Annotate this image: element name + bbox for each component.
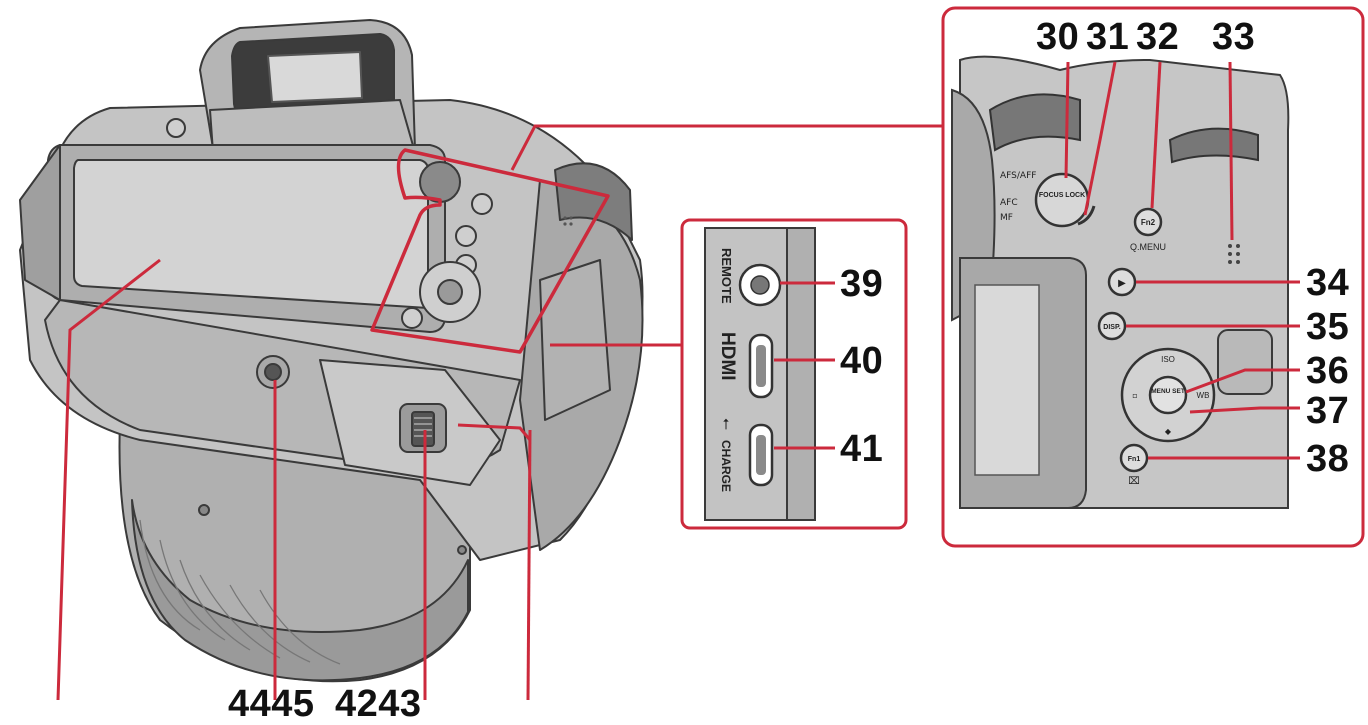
ports-detail: REMOTE HDMI ⭠ CHARGE: [680, 218, 908, 530]
camera-body: [19, 19, 644, 683]
svg-text:DISP.: DISP.: [1103, 324, 1120, 331]
svg-text:ISO: ISO: [1161, 355, 1175, 364]
bottom-leader-lines: [56, 258, 532, 701]
svg-text:◆: ◆: [1165, 427, 1172, 436]
svg-text:WB: WB: [1197, 391, 1210, 400]
callout-34: 34: [1306, 262, 1350, 304]
callout-33: 33: [1212, 16, 1256, 58]
speaker-icon: [1228, 244, 1240, 264]
button-leader-lines: [1064, 61, 1300, 460]
button-area-highlight: [370, 148, 610, 354]
callout-connectors: [457, 124, 944, 441]
playback-button: [1107, 267, 1137, 297]
svg-text:Q.MENU: Q.MENU: [1130, 242, 1166, 252]
svg-text:MENU SET: MENU SET: [1151, 388, 1185, 395]
callout-36: 36: [1306, 350, 1350, 392]
buttons-detail: FOCUS LOCK AFS/AFF AFC MF Fn2 Q.MENU ▶ D…: [941, 6, 1365, 548]
callout-37: 37: [1306, 390, 1350, 432]
callout-32: 32: [1136, 16, 1180, 58]
callout-41: 41: [840, 428, 884, 470]
svg-text:⌧: ⌧: [1128, 476, 1140, 487]
callout-44-45: 4445: [228, 683, 315, 725]
charge-label: CHARGE: [719, 440, 733, 492]
svg-text:▶: ▶: [1118, 278, 1126, 289]
focus-lock-button: [1034, 172, 1090, 228]
af-mode-label-2: AFC: [1000, 198, 1018, 208]
svg-text:Fn1: Fn1: [1128, 456, 1141, 463]
svg-text:Fn2: Fn2: [1141, 218, 1156, 227]
fn2-button: [1133, 207, 1163, 237]
menu-set-button: [1148, 375, 1188, 415]
svg-text:▫: ▫: [1132, 391, 1137, 400]
af-mode-label-1: AFS/AFF: [1000, 171, 1036, 181]
callout-30: 30: [1036, 16, 1080, 58]
callout-35: 35: [1306, 306, 1350, 348]
remote-label: REMOTE: [719, 248, 734, 304]
af-mode-label-3: MF: [1000, 213, 1013, 223]
callout-40: 40: [840, 340, 884, 382]
callout-31: 31: [1086, 16, 1130, 58]
usb-icon: ⭠: [718, 418, 736, 430]
callout-39: 39: [840, 263, 884, 305]
hdmi-label: HDMI: [717, 332, 738, 381]
disp-button: [1097, 311, 1127, 341]
fn1-button: [1119, 443, 1149, 473]
svg-text:FOCUS LOCK: FOCUS LOCK: [1039, 192, 1085, 199]
callout-38: 38: [1306, 438, 1350, 480]
callout-42-43: 4243: [335, 683, 422, 725]
